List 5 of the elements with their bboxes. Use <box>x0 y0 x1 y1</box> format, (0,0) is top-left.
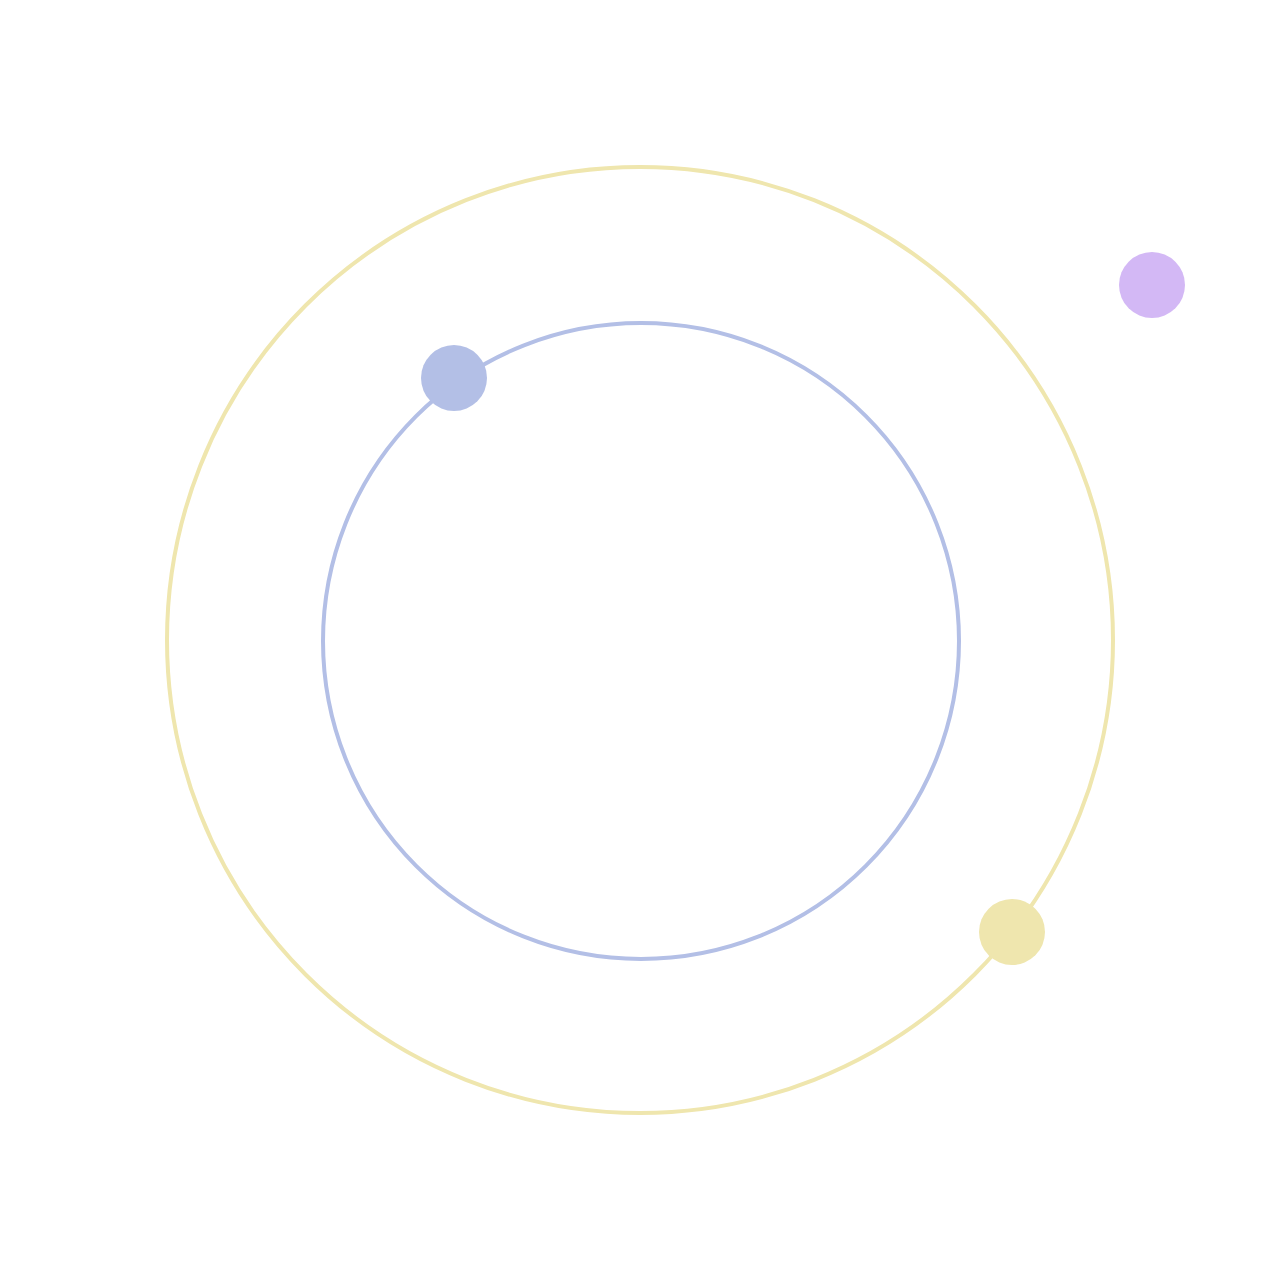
planet-dot <box>979 899 1045 965</box>
planet-dot <box>1119 252 1185 318</box>
orbit-ring <box>165 165 1115 1115</box>
planet-dot <box>421 345 487 411</box>
orbit-ring <box>321 321 961 961</box>
